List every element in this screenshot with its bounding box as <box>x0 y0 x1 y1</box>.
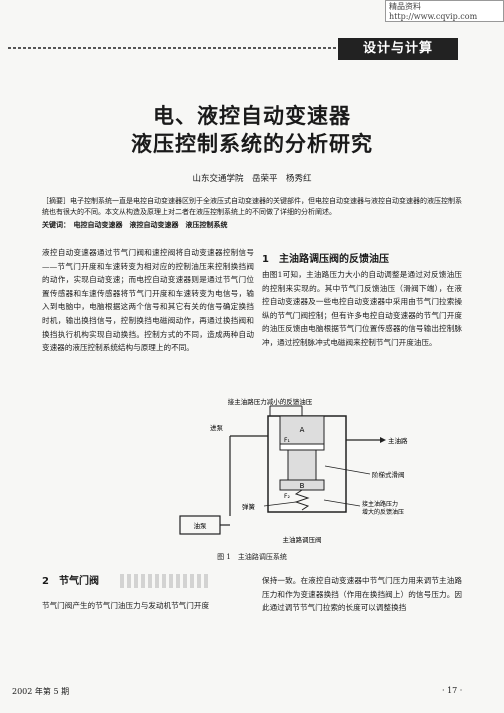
label-bottom: 主油路调压阀 <box>283 535 322 544</box>
label-top: 接主油路压力减小的反馈油压 <box>228 397 313 406</box>
section-tag: 设计与计算 <box>338 38 458 60</box>
issue-footer: 2002 年第 5 期 <box>12 687 70 696</box>
section-1-body: 由图1可知，主油路压力大小的自动调整是通过对反馈油压的控制来实现的。其中节气门反… <box>262 270 462 347</box>
page-number: · 17 · <box>442 686 463 695</box>
label-inlet: 进泵 <box>210 424 224 432</box>
label-B: B <box>300 482 305 490</box>
authors: 山东交通学院 岳荣平 杨秀红 <box>192 174 312 184</box>
section-2-body: 节气门阀产生的节气门油压力与发动机节气门开度 <box>42 601 210 610</box>
abstract: ［摘要］电子控制系统一直是电控自动变速器区别于全液压式自动变速器的关键部件，但电… <box>42 197 462 216</box>
label-F1: F₁ <box>284 437 290 444</box>
intro-paragraph: 液控自动变速器通过节气门阀和速控阀将自动变速器控制信号——节气门开度和车速转变为… <box>42 248 254 353</box>
continued-paragraph: 保持一致。在液控自动变速器中节气门压力用来调节主油路压力和作为变速器换挡（作用在… <box>262 576 462 613</box>
label-main: 主油路 <box>388 436 408 445</box>
label-spool: 阶梯式滑阀 <box>372 470 405 479</box>
label-increase-1: 接主油路压力 <box>362 500 398 508</box>
watermark: 精品资料 http://www.cqvip.com <box>385 0 504 22</box>
figure-1-caption: 图 1 主油路调压系统 <box>217 553 287 561</box>
label-increase-2: 增大的反馈油压 <box>362 508 404 516</box>
keywords: 关键词： 电控自动变速器 液控自动变速器 液压控制系统 <box>42 220 228 229</box>
label-spring: 弹簧 <box>242 502 256 511</box>
title-line-2: 液压控制系统的分析研究 <box>131 132 373 156</box>
section-2-heading: 2 节气门阀 <box>42 576 99 587</box>
section-1-heading: 1 主油路调压阀的反馈油压 <box>262 254 389 265</box>
print-smear <box>120 574 210 588</box>
label-F2: F₂ <box>284 493 290 500</box>
title-line-1: 电、液控自动变速器 <box>153 104 351 128</box>
figure-1-diagram: 接主油路压力减小的反馈油压 A F₁ B F₂ 进泵 主油路 阶梯式滑阀 弹簧 … <box>179 397 408 544</box>
label-A: A <box>300 426 305 434</box>
label-pump: 油泵 <box>194 521 208 530</box>
header-rule <box>8 47 338 49</box>
